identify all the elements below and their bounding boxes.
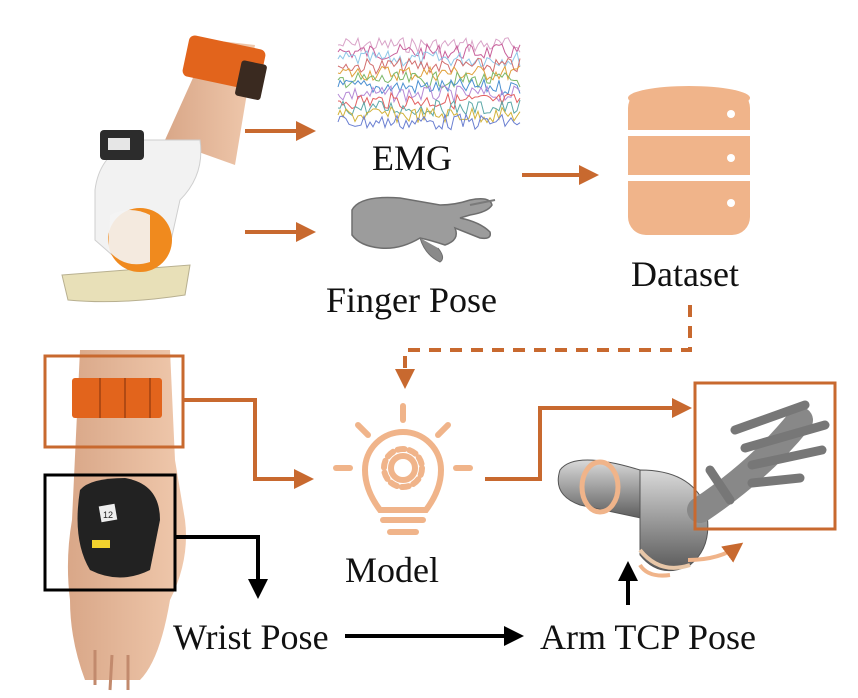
finger-pose-hand-icon bbox=[351, 196, 496, 263]
emg-trace bbox=[337, 56, 521, 76]
emg-band-bottom bbox=[72, 378, 162, 418]
emg-trace bbox=[337, 91, 521, 110]
label-dataset: Dataset bbox=[631, 254, 739, 294]
label-model: Model bbox=[345, 550, 439, 590]
dashed-arrow-dataset-to-model bbox=[395, 305, 692, 389]
robot-hand-highlight-box bbox=[693, 381, 837, 531]
emg-trace bbox=[337, 84, 521, 104]
label-wrist-pose: Wrist Pose bbox=[173, 617, 329, 657]
lightbulb-gear-icon bbox=[333, 403, 473, 535]
emg-trace bbox=[337, 49, 521, 68]
arrow-band-to-model bbox=[183, 398, 314, 489]
tracker-tag-number: 12 bbox=[103, 510, 113, 520]
arrow-model-to-robot bbox=[485, 398, 692, 481]
tracker-highlight-box bbox=[43, 473, 177, 592]
emg-trace bbox=[337, 112, 521, 131]
robot-arm-illustration bbox=[557, 400, 830, 578]
database-icon bbox=[628, 86, 750, 235]
grasp-photo bbox=[61, 35, 267, 303]
emg-signal-icon bbox=[337, 36, 521, 131]
label-finger-pose: Finger Pose bbox=[326, 280, 497, 320]
label-arm-tcp-pose: Arm TCP Pose bbox=[540, 617, 757, 657]
emg-trace bbox=[337, 106, 521, 124]
wrist-tracker-photo: 12 bbox=[67, 350, 186, 691]
arrow-tracker-to-wrist-pose bbox=[175, 535, 268, 599]
label-emg: EMG bbox=[372, 138, 452, 178]
